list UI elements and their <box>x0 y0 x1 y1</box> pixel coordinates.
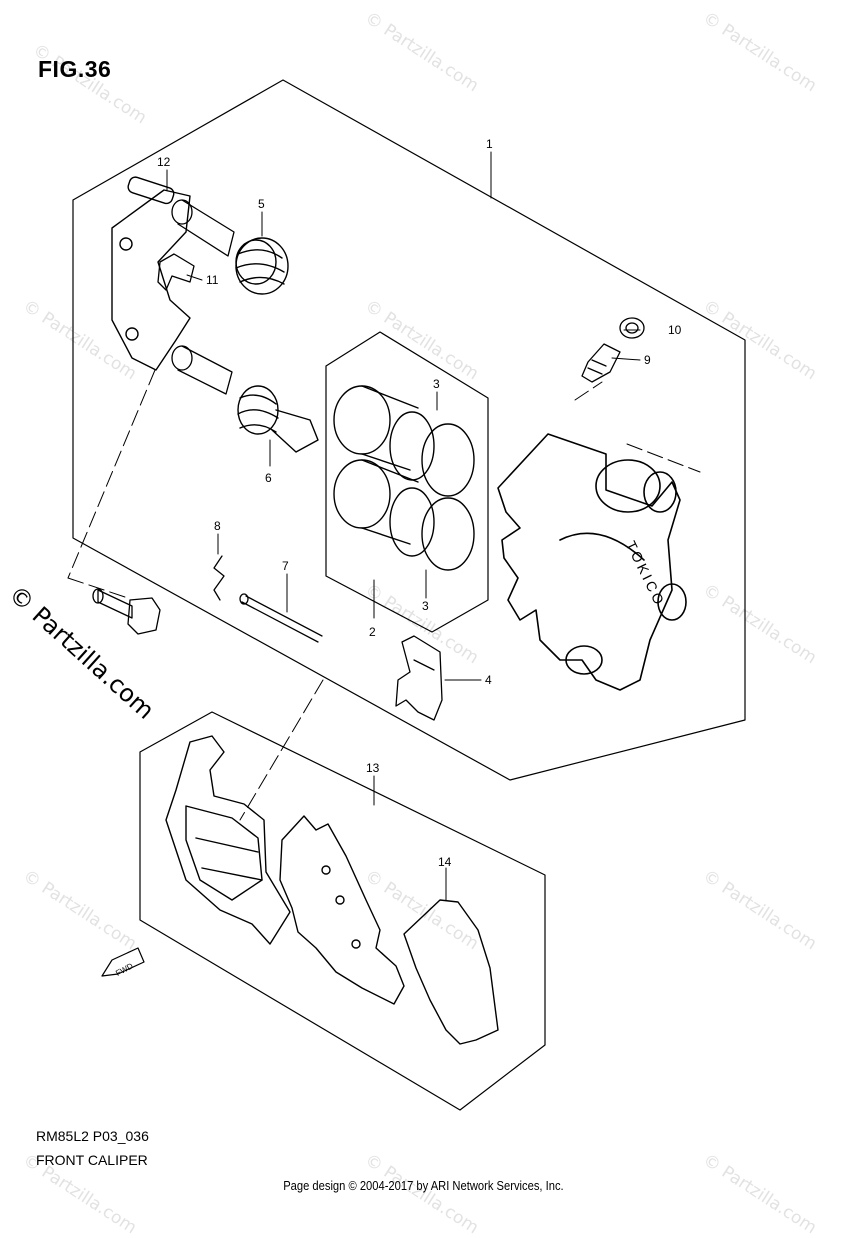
piston-set-boundary <box>325 331 489 633</box>
assembly-name: FRONT CALIPER <box>36 1152 148 1168</box>
callout-1: 1 <box>486 137 493 151</box>
page-credit: Page design © 2004-2017 by ARI Network S… <box>283 1178 564 1193</box>
brake-pad-inner <box>279 815 405 1005</box>
pad-set-boundary <box>139 711 546 1111</box>
pin-with-boot <box>237 385 319 453</box>
callout-9: 9 <box>644 353 651 367</box>
brake-pad-outer <box>165 735 291 945</box>
piston-seals <box>389 411 475 571</box>
figure-title: FIG.36 <box>38 56 112 82</box>
parts-diagram: © Partzilla.com © Partzilla.com © Partzi… <box>3 8 820 1238</box>
pin-boot <box>235 237 289 295</box>
caliper-body <box>497 433 687 691</box>
callout-13: 13 <box>366 761 380 775</box>
pad-spring <box>395 635 443 721</box>
callout-5: 5 <box>258 197 265 211</box>
slide-pin-lower <box>171 345 233 395</box>
retaining-clip <box>213 555 225 601</box>
exploded-view: TOKICO FWD 1 12 5 11 10 9 3 6 8 7 3 2 4 … <box>67 79 746 1111</box>
callout-7: 7 <box>282 559 289 573</box>
caliper-marking: TOKICO <box>623 538 669 609</box>
callout-2: 2 <box>369 625 376 639</box>
callout-14: 14 <box>438 855 452 869</box>
fwd-arrow-icon <box>101 947 145 977</box>
caliper-piston-upper <box>333 385 419 471</box>
pad-spring-clip <box>157 253 195 291</box>
callout-11: 11 <box>206 273 219 287</box>
callout-12: 12 <box>157 155 171 169</box>
assembly-boundary <box>72 79 746 781</box>
model-code: RM85L2 P03_036 <box>36 1128 149 1144</box>
pad-shim <box>403 899 499 1045</box>
bleeder-valve <box>581 343 621 383</box>
bleeder-cap <box>619 317 645 339</box>
caliper-piston-lower <box>333 459 419 545</box>
callout-6: 6 <box>265 471 272 485</box>
mounting-bolt <box>92 588 161 635</box>
callout-3-bottom: 3 <box>422 599 429 613</box>
callout-4: 4 <box>485 673 492 687</box>
pad-pin <box>239 593 323 643</box>
slide-pin-upper <box>171 199 235 257</box>
callout-8: 8 <box>214 519 221 533</box>
callout-3-top: 3 <box>433 377 440 391</box>
callout-10: 10 <box>668 323 682 337</box>
caliper-bracket <box>111 176 191 371</box>
